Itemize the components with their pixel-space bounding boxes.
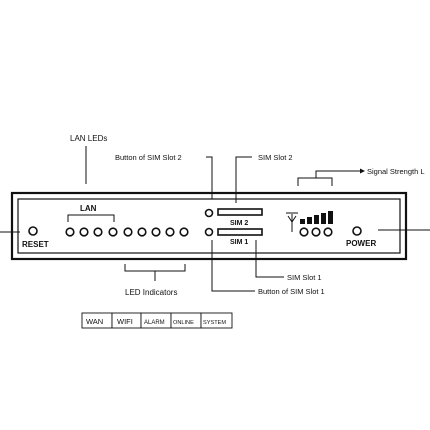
power-led — [352, 226, 362, 236]
sim1-slot — [217, 228, 263, 236]
sim1-label: SIM 1 — [230, 239, 248, 246]
sim1-button — [204, 227, 214, 237]
legend-online: ONLINE — [173, 320, 194, 326]
device-inner-frame — [17, 198, 401, 254]
reset-label: RESET — [22, 240, 49, 249]
signal-strength-bars — [300, 211, 333, 224]
callout-signal-strength-arrow — [360, 168, 365, 174]
indicator-legend: WAN WIFI ALARM ONLINE SYSTEM — [81, 312, 233, 329]
signal-bar — [300, 219, 305, 224]
lan-bracket — [67, 214, 115, 222]
power-label: POWER — [346, 239, 376, 248]
indicator-led — [137, 227, 147, 237]
legend-wifi: WIFI — [117, 317, 133, 326]
signal-led — [311, 227, 321, 237]
callout-sim2-button-line — [206, 156, 213, 199]
lan-led-group — [65, 227, 118, 237]
callout-signal-strength: Signal Strength L — [367, 167, 425, 176]
sim2-button — [204, 208, 214, 218]
signal-bar — [328, 211, 333, 224]
callout-led-indicators-bracket — [124, 264, 186, 272]
callout-lan-leds: LAN LEDs — [70, 134, 107, 143]
callout-sim1-slot-line — [255, 240, 284, 278]
signal-bar — [307, 217, 312, 224]
legend-box-system — [200, 312, 233, 329]
callout-sim1-button: Button of SIM Slot 1 — [258, 287, 325, 296]
lan-label: LAN — [80, 204, 97, 213]
lan-led — [65, 227, 75, 237]
sim2-label: SIM 2 — [230, 220, 248, 227]
callout-sim1-button-line — [211, 240, 255, 292]
legend-wan: WAN — [86, 317, 103, 326]
signal-bar — [321, 213, 326, 224]
callout-sim2-slot: SIM Slot 2 — [258, 153, 293, 162]
callout-signal-strength-line — [315, 170, 360, 178]
callout-sim2-button: Button of SIM Slot 2 — [115, 153, 182, 162]
signal-led — [323, 227, 333, 237]
lan-led — [108, 227, 118, 237]
signal-led — [299, 227, 309, 237]
callout-signal-strength-bracket — [297, 177, 333, 186]
reset-button — [28, 226, 38, 236]
antenna-icon — [286, 212, 298, 232]
indicator-led — [151, 227, 161, 237]
indicator-led — [123, 227, 133, 237]
device-body — [10, 191, 408, 261]
callout-sim2-slot-line — [235, 156, 252, 203]
lan-led — [79, 227, 89, 237]
indicator-led — [179, 227, 189, 237]
legend-system: SYSTEM — [203, 320, 226, 326]
lan-led — [93, 227, 103, 237]
callout-sim1-slot: SIM Slot 1 — [287, 273, 322, 282]
indicator-led-group — [123, 227, 189, 237]
signal-led-group — [299, 227, 333, 237]
indicator-led — [165, 227, 175, 237]
callout-led-indicators: LED Indicators — [125, 288, 177, 297]
sim2-slot — [217, 208, 263, 216]
legend-alarm: ALARM — [144, 320, 165, 326]
signal-bar — [314, 215, 319, 224]
